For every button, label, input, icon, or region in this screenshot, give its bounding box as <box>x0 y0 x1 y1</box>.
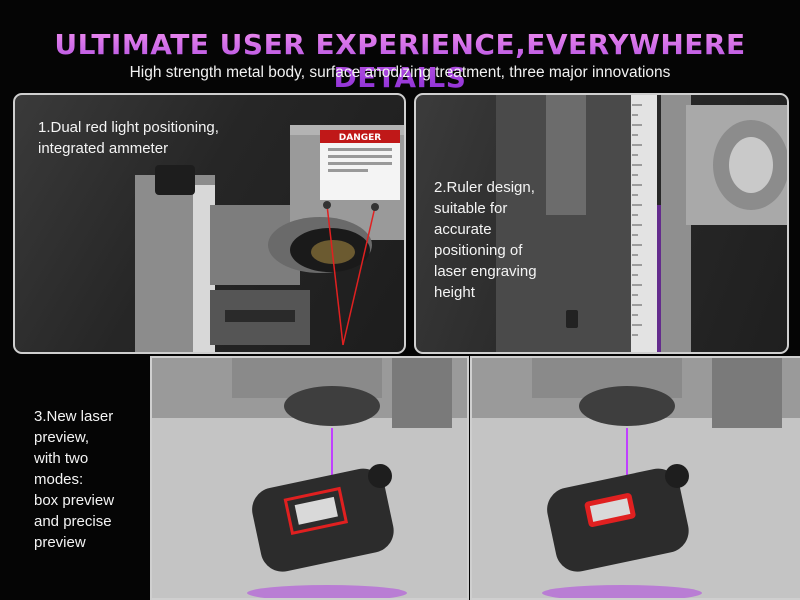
laser-head-illustration: DANGER <box>135 125 404 352</box>
precise-preview-illustration <box>472 358 800 598</box>
preview-panel-box <box>150 356 469 600</box>
box-preview-illustration <box>152 358 467 598</box>
feature-caption-1: 1.Dual red light positioning, integrated… <box>38 119 219 157</box>
subheadline: High strength metal body, surface anodiz… <box>129 64 671 81</box>
preview-panel-precise <box>470 356 800 600</box>
feature-caption-3: 3.New laser preview, with two modes: box… <box>34 408 115 551</box>
feature-panel-red-light: DANGER 1.Dual red light positioning, int… <box>13 93 406 354</box>
danger-label: DANGER <box>339 133 382 143</box>
feature-caption-2: 2.Ruler design, suitable for accurate po… <box>434 179 537 301</box>
headline: ULTIMATE USER EXPERIENCE,EVERYWHERE DETA… <box>0 28 800 94</box>
feature-panel-ruler: 2.Ruler design, suitable for accurate po… <box>414 93 789 354</box>
ruler-column-illustration <box>496 95 787 352</box>
